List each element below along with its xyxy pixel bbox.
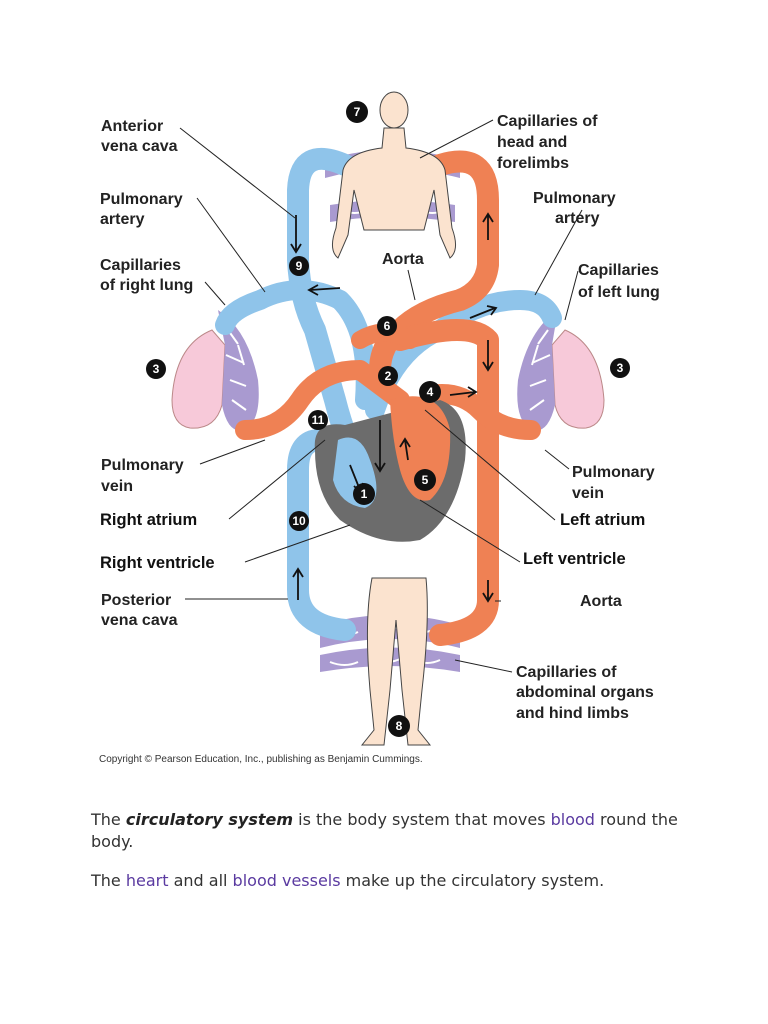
svg-text:4: 4 (427, 385, 434, 399)
label-left-atrium: Left atrium (560, 511, 645, 529)
marker-8: 8 (388, 715, 410, 737)
svg-text:8: 8 (396, 719, 403, 733)
term-circulatory-system: circulatory system (125, 810, 294, 829)
svg-text:3: 3 (617, 361, 624, 375)
label-aorta-bottom: Aorta (580, 593, 622, 610)
label-right-ventricle: Right ventricle (100, 554, 215, 572)
marker-3-left: 3 (146, 359, 166, 379)
svg-text:2: 2 (385, 369, 392, 383)
marker-6: 6 (377, 316, 397, 336)
marker-2: 2 (378, 366, 398, 386)
svg-text:6: 6 (384, 319, 391, 333)
label-capillaries-head: Capillaries of head and forelimbs (497, 113, 602, 172)
svg-text:11: 11 (312, 413, 325, 427)
marker-7: 7 (346, 101, 368, 123)
marker-3-right: 3 (610, 358, 630, 378)
label-pulmonary-artery-left: Pulmonary artery (100, 191, 187, 228)
label-capillaries-abdominal: Capillaries of abdominal organs and hind… (516, 664, 658, 722)
marker-4: 4 (419, 381, 441, 403)
copyright-notice: Copyright © Pearson Education, Inc., pub… (99, 754, 423, 765)
right-lung (171, 310, 259, 431)
circulatory-diagram: Anterior vena cava Pulmonary artery Capi… (99, 91, 663, 765)
upper-body-figure (332, 91, 456, 259)
label-posterior-vena-cava: Posterior vena cava (101, 592, 178, 629)
link-blood-vessels[interactable]: blood vessels (232, 871, 341, 890)
label-capillaries-right-lung: Capillaries of right lung (100, 257, 193, 294)
svg-text:7: 7 (354, 105, 361, 119)
label-pulmonary-vein-left: Pulmonary vein (101, 457, 188, 495)
flow-arrows (290, 212, 498, 603)
svg-text:3: 3 (153, 362, 160, 376)
marker-1: 1 (353, 483, 375, 505)
link-heart[interactable]: heart (125, 871, 169, 890)
left-lung (517, 310, 605, 431)
paragraph-circulatory-system: The circulatory system is the body syste… (91, 810, 678, 851)
svg-text:9: 9 (296, 259, 303, 273)
label-aorta-top: Aorta (382, 251, 424, 268)
svg-text:5: 5 (422, 473, 429, 487)
marker-10: 10 (289, 511, 309, 531)
label-anterior-vena-cava: Anterior vena cava (101, 118, 178, 155)
marker-11: 11 (308, 410, 328, 430)
label-left-ventricle: Left ventricle (523, 550, 626, 568)
lower-body-figure (360, 577, 432, 746)
paragraph-heart-vessels: The heart and all blood vessels make up … (91, 871, 605, 890)
label-capillaries-left-lung: Capillaries of left lung (578, 262, 663, 301)
marker-5: 5 (414, 469, 436, 491)
label-pulmonary-artery-right: Pulmonary artery (533, 190, 620, 227)
svg-text:1: 1 (361, 487, 368, 501)
link-blood[interactable]: blood (550, 810, 595, 829)
label-pulmonary-vein-right: Pulmonary vein (572, 464, 659, 502)
svg-text:10: 10 (292, 514, 306, 528)
marker-9: 9 (289, 256, 309, 276)
leader-lines (179, 119, 583, 673)
label-right-atrium: Right atrium (100, 511, 197, 529)
